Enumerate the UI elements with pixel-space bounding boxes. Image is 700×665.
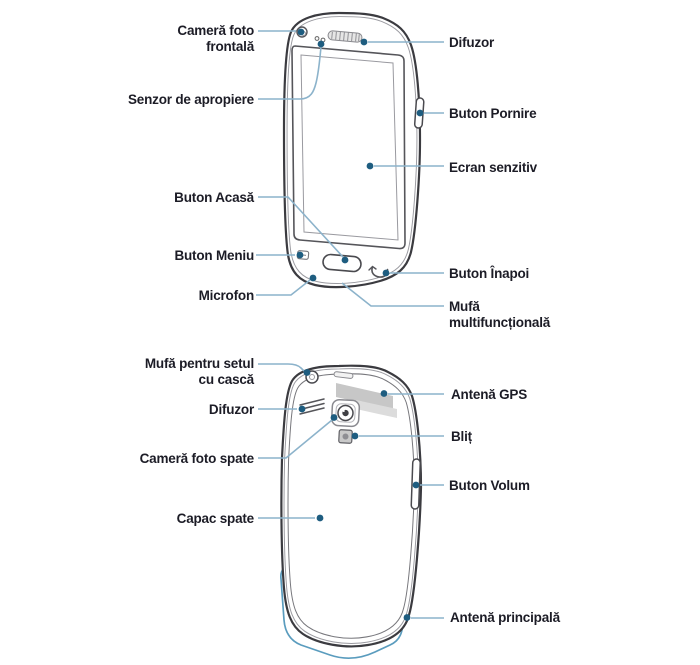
label-buton-volum: Buton Volum [449, 478, 530, 493]
callout-buton-acasa [258, 196, 349, 264]
callout-camera-foto-frontala [258, 28, 305, 36]
callout-capac-spate [258, 514, 324, 522]
label-difuzor-front: Difuzor [449, 35, 495, 50]
label-mufa-casca: Mufă pentru setul cu cască [144, 356, 254, 387]
proximity-sensor-icon [314, 36, 320, 41]
callout-ecran-senzitiv [366, 162, 444, 170]
callout-antena-gps [380, 390, 444, 397]
callout-buton-meniu [256, 251, 304, 259]
back-cover-seam [287, 373, 415, 639]
callout-senzor-apropiere [258, 40, 325, 100]
front-phone-illustration [282, 11, 425, 289]
label-difuzor-back: Difuzor [208, 402, 254, 417]
label-antena-gps: Antenă GPS [451, 387, 528, 402]
label-buton-pornire: Buton Pornire [449, 106, 537, 121]
callout-buton-volum [412, 481, 444, 489]
label-microfon: Microfon [198, 288, 255, 303]
label-mufa-multifunctionala: Mufă multifuncțională [449, 299, 551, 330]
callouts-back [258, 363, 444, 621]
callout-difuzor-front [360, 38, 444, 46]
callouts-front [256, 28, 444, 307]
headphone-jack-hole [309, 374, 315, 380]
front-screen-inner [300, 54, 399, 241]
label-camera-foto-spate: Cameră foto spate [139, 451, 255, 466]
gps-antenna-band-light [356, 400, 397, 418]
label-camera-foto-frontala: Cameră foto frontală [177, 23, 254, 54]
label-buton-inapoi: Buton Înapoi [449, 266, 530, 281]
gps-antenna-band [336, 383, 393, 410]
callout-antena-principala [403, 614, 444, 621]
callout-buton-pornire [416, 109, 444, 117]
back-phone-inner-edge [283, 368, 419, 644]
label-senzor-apropiere: Senzor de apropiere [128, 92, 254, 107]
callout-mufa-multifunctionala [341, 282, 444, 307]
rear-camera-icon [330, 398, 361, 428]
label-ecran-senzitiv: Ecran senzitiv [449, 160, 537, 175]
label-antena-principala: Antenă principală [450, 610, 560, 625]
front-screen [291, 45, 406, 250]
callout-blit [351, 432, 444, 440]
label-buton-meniu: Buton Meniu [174, 248, 254, 263]
callout-mufa-casca [258, 363, 311, 376]
callout-camera-foto-spate [258, 414, 338, 459]
earpiece-grille-icon [327, 30, 363, 43]
flash-icon [338, 429, 353, 444]
top-slot-icon [333, 371, 354, 379]
label-capac-spate: Capac spate [176, 511, 255, 526]
label-blit: Bliț [451, 429, 472, 444]
callout-difuzor-back [258, 405, 306, 413]
label-buton-acasa: Buton Acasă [174, 190, 254, 205]
callout-buton-inapoi [382, 269, 444, 277]
callout-microfon [256, 274, 317, 296]
